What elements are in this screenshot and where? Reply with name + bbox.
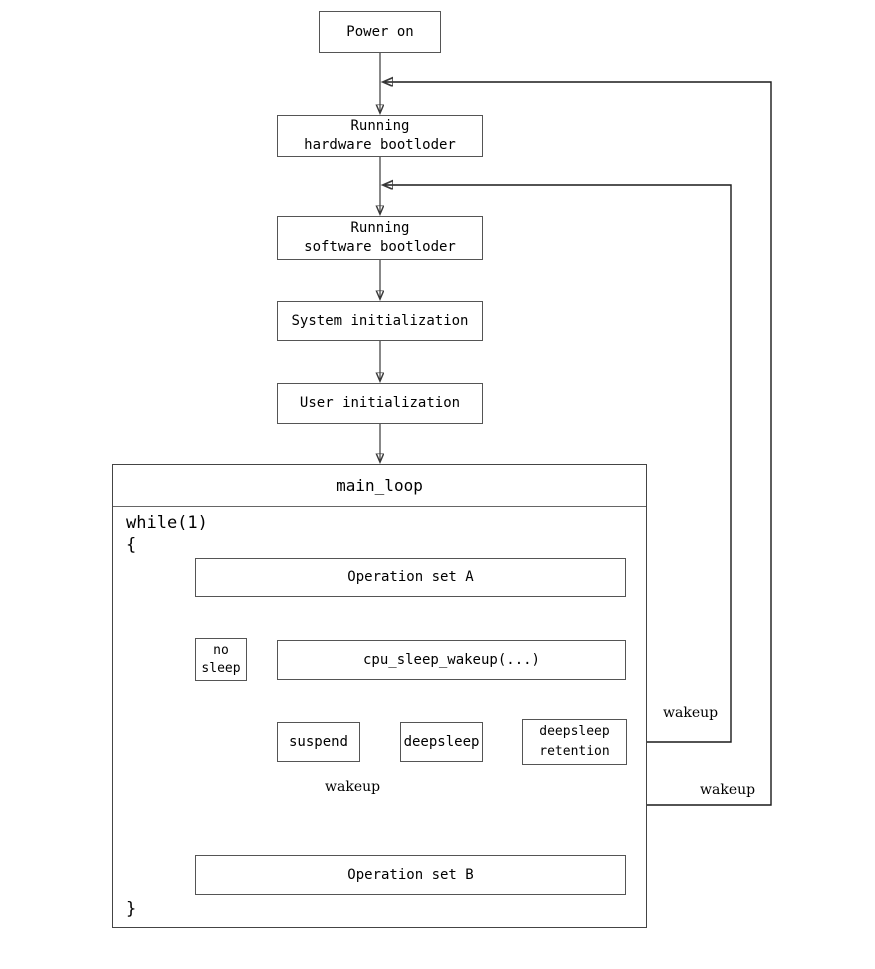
node-operation-set-b[interactable]: Operation set B (195, 855, 626, 895)
node-system-initialization[interactable]: System initialization (277, 301, 483, 341)
label-deepsleep-wakeup: wakeup (700, 782, 756, 798)
node-user-initialization[interactable]: User initialization (277, 383, 483, 424)
node-power-on[interactable]: Power on (319, 11, 441, 53)
node-main-loop-container[interactable]: main_loop while(1) { } (112, 464, 647, 928)
node-running-software-bootloader[interactable]: Running software bootloder (277, 216, 483, 260)
node-cpu-sleep-wakeup[interactable]: cpu_sleep_wakeup(...) (277, 640, 626, 680)
while-statement: while(1) (126, 513, 208, 533)
label-retention-wakeup: wakeup (663, 705, 719, 721)
label-suspend-wakeup: wakeup (325, 779, 381, 795)
node-deepsleep-retention[interactable]: deepsleep retention (522, 719, 627, 765)
node-deepsleep[interactable]: deepsleep (400, 722, 483, 762)
node-running-hardware-bootloader[interactable]: Running hardware bootloder (277, 115, 483, 157)
node-operation-set-a[interactable]: Operation set A (195, 558, 626, 597)
close-brace: } (126, 899, 137, 919)
main-loop-title: main_loop (113, 465, 646, 507)
node-suspend[interactable]: suspend (277, 722, 360, 762)
node-no-sleep[interactable]: no sleep (195, 638, 247, 681)
open-brace: { (126, 535, 137, 555)
